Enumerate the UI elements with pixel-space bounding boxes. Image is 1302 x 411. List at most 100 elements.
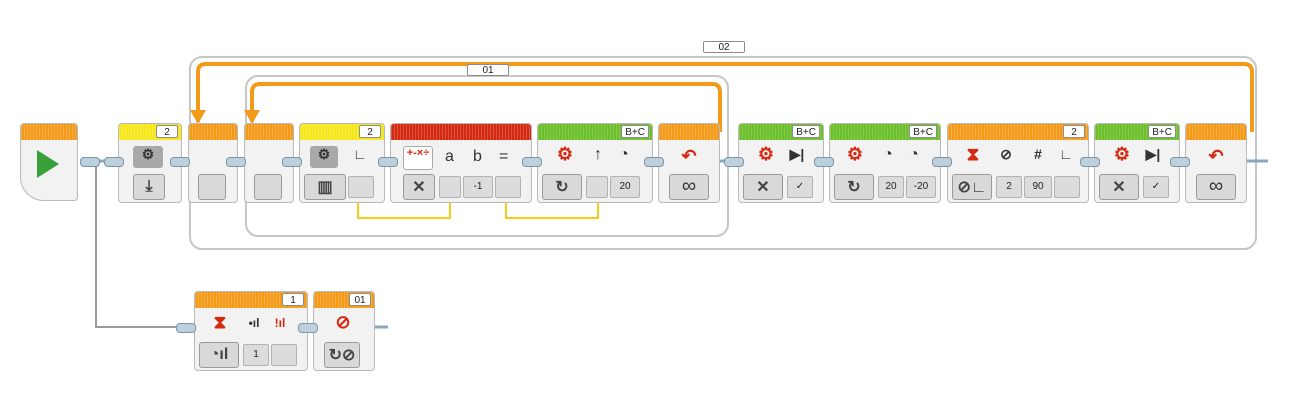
output-plug[interactable] [1054, 176, 1080, 198]
sequence-plug[interactable] [814, 157, 834, 167]
loop-name-input[interactable]: 01 [349, 293, 371, 306]
infinity-mode-selector[interactable]: ∞ [1196, 174, 1236, 200]
steering-motor-icon: ⚙ [1113, 144, 1131, 164]
parallel-task-wire [95, 161, 190, 328]
on-mode-selector[interactable]: ↻ [542, 174, 582, 200]
threshold-input[interactable]: 90 [1024, 176, 1052, 198]
port-selector[interactable]: 2 [1063, 125, 1085, 138]
sequence-plug[interactable] [378, 157, 398, 167]
start-block[interactable] [20, 123, 78, 201]
gyro-mode-selector[interactable]: ▥ [304, 174, 346, 200]
steering-input[interactable] [586, 176, 608, 198]
sequence-plug[interactable] [932, 157, 952, 167]
inner-loop-end[interactable]: ↶ ∞ [658, 123, 720, 203]
port-selector[interactable]: B+C [792, 125, 820, 138]
hash-label: # [1034, 146, 1042, 162]
compare-mode-selector[interactable]: ⊘∟ [952, 174, 992, 200]
result-plug[interactable] [495, 176, 521, 198]
sequence-plug[interactable] [282, 157, 302, 167]
right-power-icon: ◔ [909, 146, 919, 163]
brick-icon: ⚙ [133, 146, 163, 168]
sequence-plug[interactable] [104, 157, 124, 167]
on-mode-selector[interactable]: ↻ [834, 174, 874, 200]
port-selector[interactable]: 2 [359, 125, 381, 138]
power-input[interactable]: 20 [610, 176, 640, 198]
input-b-label: b [473, 148, 482, 165]
gyro-icon: ⚙ [310, 146, 338, 168]
steering-off-block-2[interactable]: B+C ⚙ ▶| ✕ ✓ [1094, 123, 1180, 203]
sensor-mode-selector[interactable]: ◔ıl [199, 342, 239, 368]
data-wire-gyro-to-math [357, 202, 451, 219]
wait-gyro-block[interactable]: 2 ⧗ ⊘ # ∟ ⊘∟ 2 90 [947, 123, 1089, 203]
steering-off-block-1[interactable]: B+C ⚙ ▶| ✕ ✓ [738, 123, 824, 203]
inner-loop-return-path [250, 82, 722, 132]
inner-loop-label[interactable]: 01 [467, 64, 509, 76]
input-a-label: a [445, 148, 454, 165]
output-plug[interactable] [271, 344, 297, 366]
power-gauge-icon: ◔ [619, 146, 629, 163]
compare-type-input[interactable]: 2 [996, 176, 1022, 198]
loop-interrupt-block[interactable]: 01 ⊘ ↻⊘ [313, 291, 375, 371]
brake-check[interactable]: ✓ [787, 176, 813, 198]
port-selector[interactable]: B+C [909, 125, 937, 138]
sensor-value-input[interactable]: 1 [243, 344, 269, 366]
sequence-plug[interactable] [644, 157, 664, 167]
sequence-plug[interactable] [1080, 157, 1100, 167]
sequence-plug[interactable] [176, 323, 196, 333]
sequence-plug[interactable] [170, 157, 190, 167]
outer-loop-end[interactable]: ↶ ∞ [1185, 123, 1247, 203]
sequence-plug[interactable] [80, 157, 100, 167]
brake-icon: ▶| [789, 146, 805, 162]
outer-loop-arrow-icon [190, 110, 206, 124]
sequence-plug[interactable] [1170, 157, 1190, 167]
steering-motor-icon: ⚙ [556, 144, 574, 164]
gyro-sensor-block[interactable]: 2 ⚙ ∟ ▥ [299, 123, 385, 203]
left-power-icon: ◔ [883, 146, 893, 163]
play-icon[interactable] [37, 150, 59, 178]
sequence-plug[interactable] [226, 157, 246, 167]
sequence-plug[interactable] [724, 157, 744, 167]
left-power-input[interactable]: 20 [878, 176, 904, 198]
infinity-mode-selector[interactable]: ∞ [669, 174, 709, 200]
input-b-value[interactable]: -1 [463, 176, 493, 198]
port-selector[interactable]: B+C [1148, 125, 1176, 138]
interrupt-mode-selector[interactable]: ↻⊘ [324, 342, 360, 368]
off-mode-selector[interactable]: ✕ [1099, 174, 1139, 200]
outer-loop-label[interactable]: 02 [703, 41, 745, 53]
hourglass-icon: ⧗ [213, 312, 227, 332]
loop-mode-slot[interactable] [254, 174, 282, 200]
loop-interrupt-icon: ⊘ [335, 312, 351, 332]
outer-loop-return-path [196, 62, 1254, 132]
brick-file-block[interactable]: 2 ⚙ ⤓ [118, 123, 182, 203]
right-power-input[interactable]: -20 [906, 176, 936, 198]
output-plug[interactable] [348, 176, 374, 198]
result-label: = [499, 148, 509, 165]
port-selector[interactable]: 2 [156, 125, 178, 138]
sequence-plug[interactable] [298, 323, 318, 333]
signal-alert-icon: !ıl [274, 316, 286, 330]
steering-arrow-icon: ↑ [594, 146, 602, 163]
steering-motor-icon: ⚙ [757, 144, 775, 164]
off-mode-selector[interactable]: ✕ [743, 174, 783, 200]
move-tank-block[interactable]: B+C ⚙ ◔ ◔ ↻ 20 -20 [829, 123, 941, 203]
angle-icon: ∟ [1059, 146, 1073, 162]
brake-check[interactable]: ✓ [1143, 176, 1169, 198]
port-selector[interactable]: B+C [621, 125, 649, 138]
download-icon[interactable]: ⤓ [133, 174, 165, 200]
input-a-value[interactable] [439, 176, 461, 198]
port-selector[interactable]: 1 [282, 293, 304, 306]
data-wire-math-to-steering [505, 202, 599, 219]
wait-sensor-block[interactable]: 1 ⧗ •ıl !ıl ◔ıl 1 [194, 291, 308, 371]
start-block-header [21, 124, 77, 140]
loop-return-icon: ↶ [1208, 146, 1224, 166]
signal-icon: •ıl [248, 316, 260, 330]
multiply-mode[interactable]: ✕ [403, 174, 435, 200]
math-block[interactable]: +-×÷ a b = ✕ -1 [390, 123, 532, 203]
move-steering-block[interactable]: B+C ⚙ ↑ ◔ ↻ 20 [537, 123, 653, 203]
tank-motor-icon: ⚙ [846, 144, 864, 164]
sequence-plug[interactable] [522, 157, 542, 167]
loop-mode-slot[interactable] [198, 174, 226, 200]
angle-icon: ∟ [353, 146, 367, 162]
